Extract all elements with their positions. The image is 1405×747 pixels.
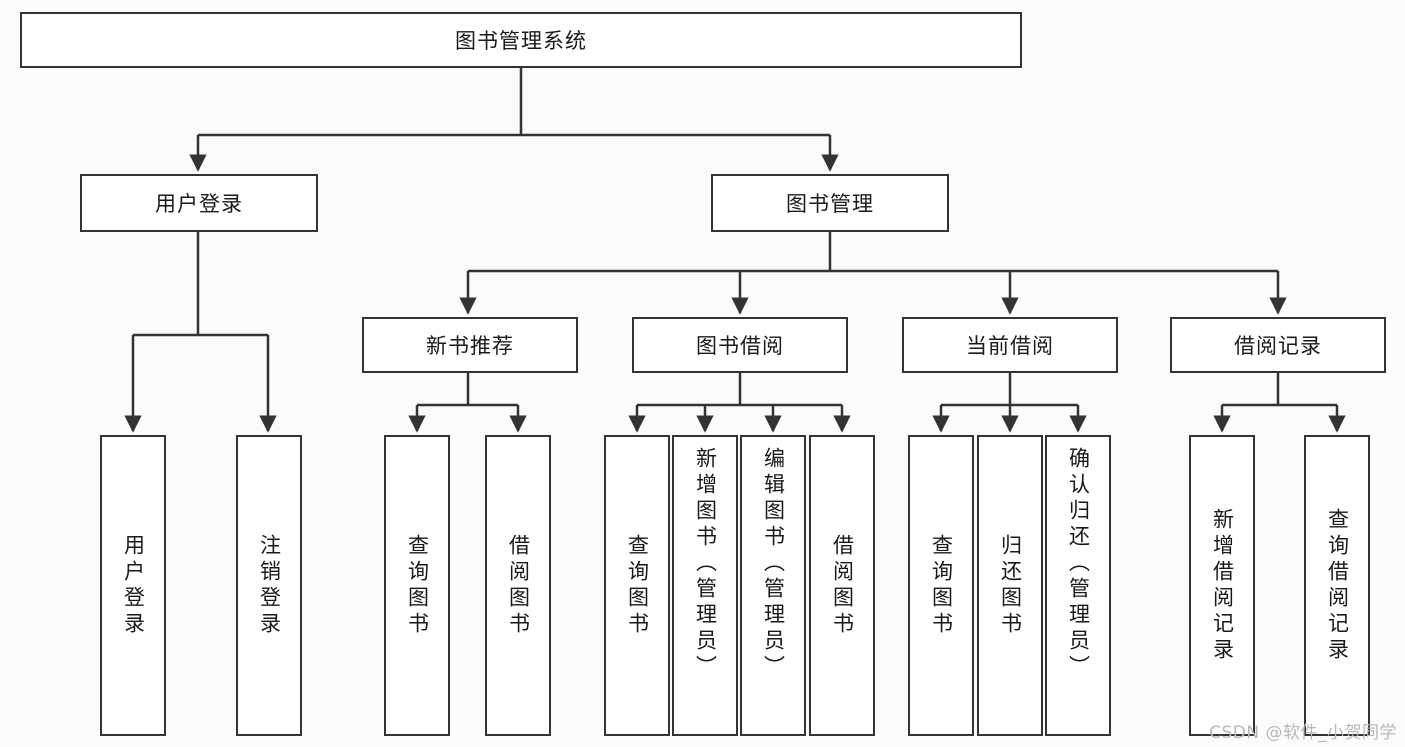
node-leaf-borrow-book-1-label: 借阅图书 xyxy=(506,533,531,638)
node-leaf-add-record[interactable]: 新增借阅记录 xyxy=(1189,435,1255,736)
node-leaf-confirm-return-label: 确认归还（管理员） xyxy=(1066,447,1091,681)
node-leaf-logout[interactable]: 注销登录 xyxy=(236,435,302,736)
node-leaf-query-book-3[interactable]: 查询图书 xyxy=(908,435,974,736)
node-user-login[interactable]: 用户登录 xyxy=(80,174,318,232)
node-leaf-query-book-1-label: 查询图书 xyxy=(405,533,430,638)
node-new-book-rec-label: 新书推荐 xyxy=(426,334,514,358)
node-user-login-label: 用户登录 xyxy=(155,192,243,216)
node-leaf-query-book-2-label: 查询图书 xyxy=(625,533,650,638)
node-leaf-user-login[interactable]: 用户登录 xyxy=(100,435,166,736)
node-root-label: 图书管理系统 xyxy=(455,29,587,53)
node-leaf-return-book[interactable]: 归还图书 xyxy=(977,435,1043,736)
node-leaf-query-record[interactable]: 查询借阅记录 xyxy=(1304,435,1370,736)
node-new-book-rec[interactable]: 新书推荐 xyxy=(362,317,578,373)
node-book-borrow-label: 图书借阅 xyxy=(696,334,784,358)
node-leaf-query-book-3-label: 查询图书 xyxy=(929,533,954,638)
node-leaf-edit-book[interactable]: 编辑图书（管理员） xyxy=(740,435,806,736)
node-book-manage[interactable]: 图书管理 xyxy=(711,174,949,232)
node-leaf-logout-label: 注销登录 xyxy=(257,533,282,638)
node-root[interactable]: 图书管理系统 xyxy=(20,12,1022,68)
node-book-borrow[interactable]: 图书借阅 xyxy=(632,317,848,373)
node-leaf-edit-book-label: 编辑图书（管理员） xyxy=(761,447,786,681)
node-leaf-query-book-2[interactable]: 查询图书 xyxy=(604,435,670,736)
node-leaf-borrow-book-1[interactable]: 借阅图书 xyxy=(485,435,551,736)
node-leaf-add-book-label: 新增图书（管理员） xyxy=(693,447,718,681)
node-leaf-borrow-book-2-label: 借阅图书 xyxy=(830,533,855,638)
node-leaf-return-book-label: 归还图书 xyxy=(998,533,1023,638)
node-book-manage-label: 图书管理 xyxy=(786,192,874,216)
node-leaf-borrow-book-2[interactable]: 借阅图书 xyxy=(809,435,875,736)
node-leaf-query-record-label: 查询借阅记录 xyxy=(1325,507,1350,664)
node-leaf-confirm-return[interactable]: 确认归还（管理员） xyxy=(1045,435,1111,736)
node-borrow-record-label: 借阅记录 xyxy=(1234,334,1322,358)
node-current-borrow-label: 当前借阅 xyxy=(966,334,1054,358)
node-leaf-user-login-label: 用户登录 xyxy=(121,533,146,638)
node-current-borrow[interactable]: 当前借阅 xyxy=(902,317,1118,373)
node-leaf-query-book-1[interactable]: 查询图书 xyxy=(384,435,450,736)
node-borrow-record[interactable]: 借阅记录 xyxy=(1170,317,1386,373)
watermark: CSDN @软件_小贺同学 xyxy=(1209,723,1397,743)
node-leaf-add-book[interactable]: 新增图书（管理员） xyxy=(672,435,738,736)
node-leaf-add-record-label: 新增借阅记录 xyxy=(1210,507,1235,664)
